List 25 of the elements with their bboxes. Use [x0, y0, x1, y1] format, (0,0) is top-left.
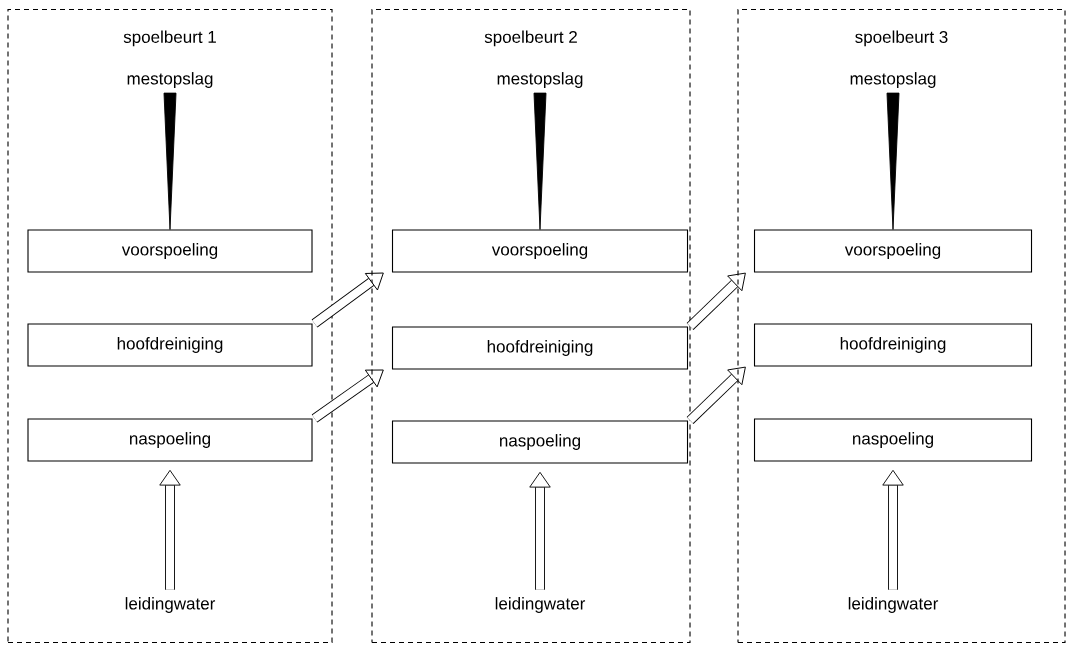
label-text: leidingwater — [495, 597, 586, 613]
label-text: mestopslag — [850, 72, 936, 88]
process-box: hoofdreiniging — [753, 323, 1033, 367]
hollow-arrow — [311, 272, 384, 328]
label-text: mestopslag — [497, 72, 583, 88]
process-box: hoofdreiniging — [391, 326, 689, 370]
process-box: naspoeling — [391, 420, 689, 464]
process-box: naspoeling — [27, 418, 313, 462]
hollow-arrow — [882, 469, 904, 590]
label-text: leidingwater — [125, 597, 216, 613]
hollow-arrow — [686, 366, 746, 424]
process-box: voorspoeling — [27, 229, 313, 273]
hollow-arrow — [529, 471, 551, 590]
wedge-arrow — [163, 92, 177, 230]
label-text: leidingwater — [848, 597, 939, 613]
process-box: voorspoeling — [391, 229, 689, 273]
wedge-arrow — [886, 92, 900, 230]
hollow-arrow — [311, 369, 384, 423]
process-box: naspoeling — [753, 418, 1033, 462]
wedge-arrow — [533, 92, 547, 230]
hollow-arrow — [159, 469, 181, 590]
process-box: hoofdreiniging — [27, 323, 313, 367]
hollow-arrow — [686, 272, 746, 330]
process-box: voorspoeling — [753, 229, 1033, 273]
label-text: mestopslag — [127, 72, 213, 88]
